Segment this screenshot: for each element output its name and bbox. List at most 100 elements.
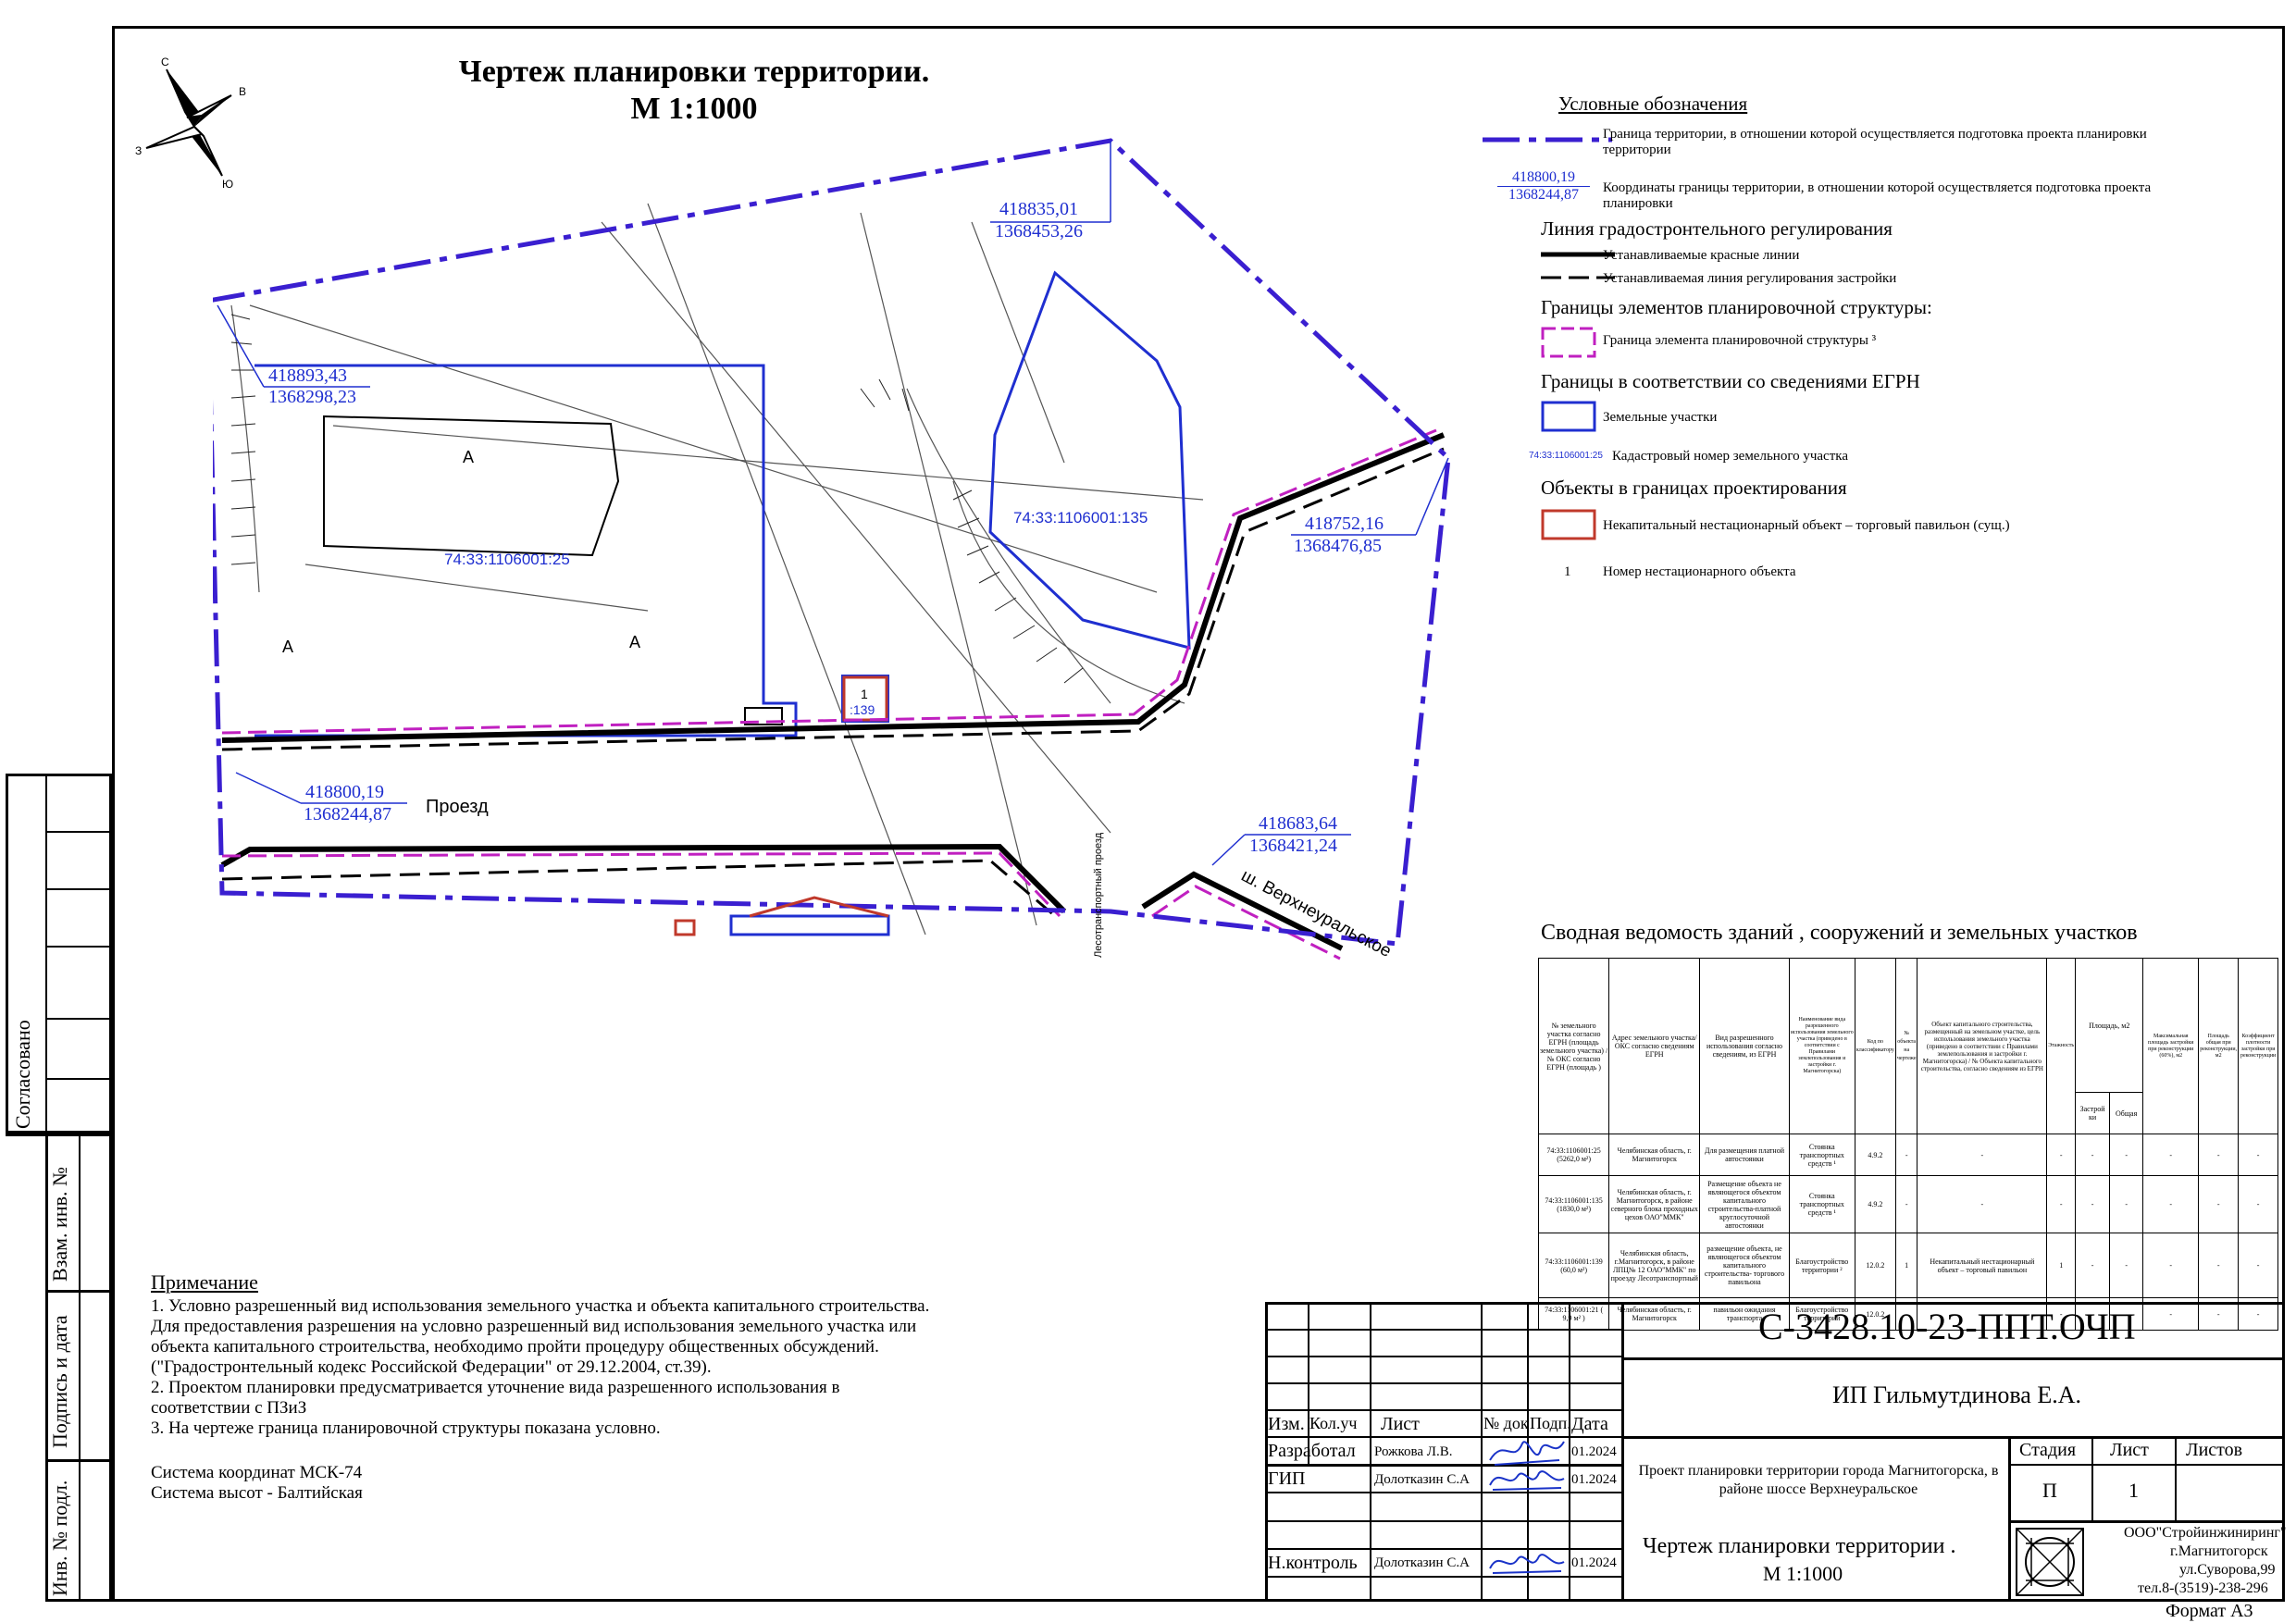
coord-3-y: 1368476,85: [1294, 536, 1382, 556]
legend-element-sample: [1541, 327, 1596, 358]
stamp-col-sign: Подп.: [1530, 1414, 1571, 1432]
notes-block: Примечание 1. Условно разрешенный вид ис…: [151, 1272, 1076, 1504]
slope-hatching: [230, 314, 1084, 684]
stamp-r2-role: ГИП: [1268, 1468, 1306, 1489]
stamp-r1-name: Рожкова Л.В.: [1374, 1444, 1453, 1459]
coord-3-x: 418752,16: [1305, 514, 1384, 534]
th-area: Площадь, м2: [2075, 958, 2144, 1093]
summary-table: № земельного участка согласно ЕГРН (площ…: [1537, 958, 2278, 1331]
pavilion-number: 1: [861, 687, 868, 701]
legend-red-lines-text: Устанавливаемые красные линии: [1603, 248, 1800, 263]
parcel-139-boundary: [841, 675, 889, 723]
sheet-format: Формат А3: [2166, 1601, 2253, 1621]
legend-parcel-text: Земельные участки: [1603, 410, 1718, 425]
th-area-total: Общая: [2108, 1092, 2144, 1134]
legend-cad-sample: 74:33:1106001:25: [1529, 451, 1603, 461]
legend-red-line-sample: [1541, 252, 1615, 257]
parcel-135-label: 74:33:1106001:135: [1013, 509, 1148, 527]
side-inv-orig-label: Инв. № подл.: [48, 1480, 71, 1596]
parcel-25-label: 74:33:1106001:25: [444, 551, 570, 568]
note-2: 2. Проектом планировки предусматривается…: [151, 1378, 840, 1397]
coord-4-y: 1368244,87: [304, 804, 391, 824]
red-line-highway: [1141, 871, 1344, 951]
legend-boundary-text: Граница территории, в отношении которой …: [1603, 127, 2147, 157]
table-row: 74:33:1106001:135 (1830,0 м²)Челябинская…: [1537, 1175, 2278, 1233]
pavilion-object: [842, 675, 888, 722]
stamp-project: Проект планировки территории города Магн…: [1638, 1463, 1999, 1497]
th-use-rules: Наименование вида разрешенного использов…: [1788, 958, 1855, 1134]
stamp-scale: М 1:1000: [1763, 1562, 1843, 1585]
legend-section-regulation: Линия градостронтельного регулирования: [1541, 217, 1893, 240]
stamp-sheet-header: Лист: [2110, 1440, 2149, 1460]
coord-5-y: 1368421,24: [1249, 836, 1337, 856]
stamp-r2-date: 01.2024: [1571, 1472, 1617, 1487]
zone-a-label-2: А: [282, 638, 293, 656]
sheet-frame: [112, 26, 2285, 1602]
th-density: Коэффициент плотности застройки при реко…: [2238, 958, 2278, 1134]
existing-building-outline: [323, 415, 620, 557]
coord-1-y: 1368453,26: [995, 221, 1083, 242]
legend-cad-text: Кадастровый номер земельного участка: [1612, 449, 1848, 464]
element-boundary-highway: [1151, 885, 1341, 960]
stamp-r3-name: Долотказин С.А: [1374, 1555, 1470, 1570]
table-row: 74:33:1106001:21 ( 9,9 м² )Челябинская о…: [1537, 1297, 2278, 1331]
stamp-city: г.Магнитогорск: [2170, 1543, 2268, 1559]
note-1d: ("Градостронтельный кодекс Российской Фе…: [151, 1357, 712, 1377]
stamp-col-izm: Изм.: [1268, 1414, 1305, 1434]
stamp-col-doc: № док: [1483, 1414, 1529, 1432]
stamp-r3-role: Н.контроль: [1268, 1553, 1358, 1573]
stamp-r2-name: Долотказин С.А: [1374, 1472, 1470, 1487]
compass-east: В: [239, 85, 246, 98]
coord-5-x: 418683,64: [1259, 813, 1337, 834]
stamp-r1-date: 01.2024: [1571, 1444, 1617, 1459]
signature-1: [1489, 1441, 1565, 1466]
th-code: Код по классификатору: [1854, 958, 1896, 1134]
company-logo-icon: [2016, 1528, 2084, 1596]
th-total-area: Площадь общая при реконструкции, м2: [2198, 958, 2240, 1134]
note-2b: соответствии с ПЗиЗ: [151, 1398, 307, 1418]
legend-coord-sample: 418800,19 1368244,87: [1497, 169, 1590, 204]
coord-1-x: 418835,01: [999, 199, 1078, 219]
drawing-title-line1: Чертеж планировки территории.: [458, 55, 930, 89]
bus-stop-marker: [744, 707, 783, 725]
topo-lines: [230, 203, 1204, 935]
build-line-north: [221, 447, 1445, 751]
coord-2-x: 418893,43: [268, 365, 347, 386]
stamp-street: ул.Суворова,99: [2179, 1562, 2276, 1578]
south-pavilion: [674, 919, 696, 936]
title-block: [1265, 1302, 2285, 1602]
compass-west: З: [135, 144, 142, 157]
legend-parcel-sample: [1541, 401, 1596, 432]
stamp-col-kol: Кол.уч: [1309, 1414, 1358, 1432]
stamp-sheets-header: Листов: [2186, 1440, 2243, 1460]
stamp-stage-header: Стадия: [2019, 1440, 2077, 1460]
note-3: 3. На чертеже граница планировочной стру…: [151, 1419, 661, 1438]
th-max-area: Максимальная площадь застройки при рекон…: [2142, 958, 2200, 1134]
element-boundary-south: [221, 851, 1061, 918]
parcel-135-boundary: [988, 270, 1191, 650]
coord-4-x: 418800,19: [305, 782, 384, 802]
parcel-25-boundary: [254, 364, 798, 737]
coord-2-y: 1368298,23: [268, 387, 356, 407]
side-agreed-box: [6, 774, 112, 1134]
table-row: 74:33:1106001:139 (60,0 м²)Челябинская о…: [1537, 1233, 2278, 1298]
side-divider: [45, 774, 47, 1134]
th-floors: Этажность: [2046, 958, 2077, 1134]
legend-section-objects: Объекты в границах проектирования: [1541, 477, 1847, 499]
drawing-title-line2: М 1:1000: [630, 92, 758, 126]
th-parcel: № земельного участка согласно ЕГРН (площ…: [1537, 958, 1610, 1134]
stamp-r3-date: 01.2024: [1571, 1555, 1617, 1570]
legend: Условные обозначения Граница территории,…: [1471, 88, 2230, 606]
red-line-south: [220, 843, 1067, 914]
signature-2: [1489, 1470, 1565, 1491]
note-1b: Для предоставления разрешения на условно…: [151, 1317, 917, 1336]
south-structure: [729, 914, 890, 936]
legend-objnum-sample: 1: [1564, 564, 1571, 579]
stamp-r1-role: Разработал: [1268, 1441, 1356, 1461]
zone-a-label-3: А: [629, 633, 640, 651]
th-area-build: Застрой ки: [2075, 1092, 2110, 1134]
stamp-phone: тел.8-(3519)-238-296: [2138, 1580, 2268, 1596]
zone-a-label-1: А: [463, 448, 474, 466]
stamp-col-list: Лист: [1381, 1414, 1420, 1434]
stamp-org: ИП Гильмутдинова Е.А.: [1832, 1381, 2082, 1408]
